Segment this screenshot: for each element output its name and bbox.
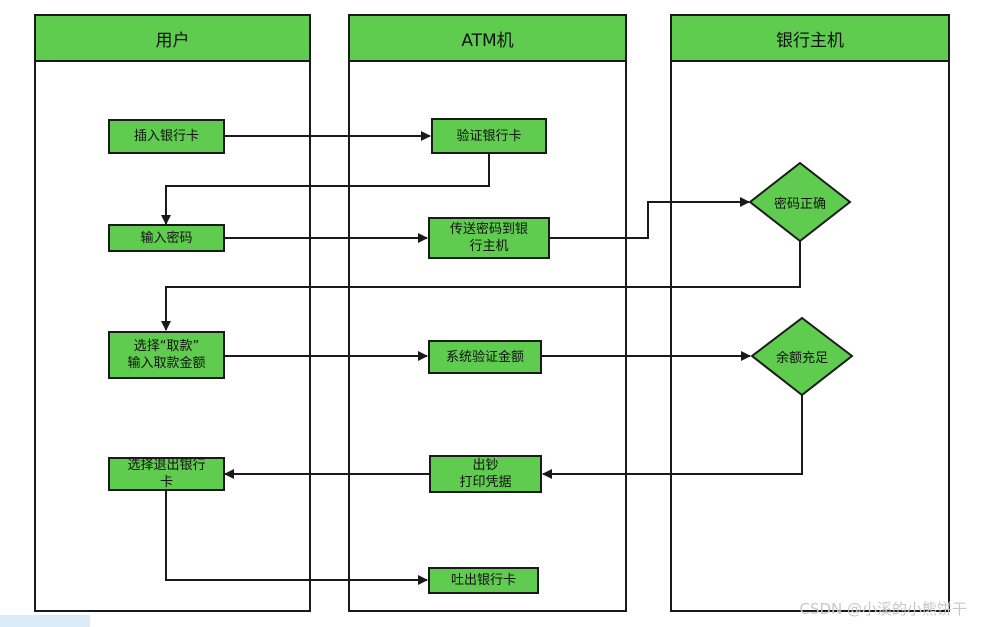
node-enter-pin: 输入密码: [108, 224, 225, 252]
node-enter-pin-label: 输入密码: [140, 230, 193, 246]
node-pin-correct: 密码正确: [750, 190, 850, 214]
edge-send-to-pincorrect: [550, 197, 750, 239]
diamond-pin-correct: [748, 161, 852, 243]
node-dispense-line2: 打印凭据: [459, 475, 512, 490]
node-balance-enough: 余额充足: [752, 344, 852, 368]
corner-strip: [0, 615, 90, 627]
node-verify-amount: 系统验证金额: [428, 340, 542, 374]
edge-balance-to-dispense: [542, 395, 803, 479]
node-dispense-line1: 出钞: [472, 458, 499, 473]
node-insert-card: 插入银行卡: [108, 119, 225, 154]
edge-pincorrect-to-withdraw: [161, 241, 801, 331]
node-send-pin-line2: 行主机: [469, 239, 509, 254]
node-eject-card-label: 吐出银行卡: [450, 573, 516, 588]
lane-bank: 银行主机: [670, 14, 950, 612]
node-verify-amount-label: 系统验证金额: [445, 349, 524, 365]
lane-bank-header: 银行主机: [672, 16, 948, 62]
node-balance-enough-label: 余额充足: [775, 350, 828, 366]
lane-atm-header: ATM机: [350, 16, 625, 62]
lane-user-header: 用户: [36, 16, 309, 62]
edge-verify-to-enterpin: [161, 154, 490, 225]
node-choose-withdraw: 选择“取款” 输入取款金额: [108, 331, 225, 379]
node-choose-withdraw-line1: 选择“取款”: [133, 339, 200, 354]
lane-user: 用户: [34, 14, 311, 612]
node-pin-correct-label: 密码正确: [773, 196, 826, 212]
lane-atm: ATM机: [348, 14, 627, 612]
node-send-pin-line1: 传送密码到银: [449, 222, 528, 237]
watermark: CSDN @小溪的小熊饼干: [799, 600, 967, 618]
node-insert-card-label: 插入银行卡: [133, 129, 199, 144]
node-choose-exit-line1: 选择退出银行: [127, 458, 206, 473]
node-choose-exit: 选择退出银行 卡: [108, 457, 225, 491]
diamond-balance-enough: [750, 316, 854, 397]
node-choose-withdraw-line2: 输入取款金额: [127, 356, 206, 371]
node-send-pin: 传送密码到银 行主机: [428, 217, 550, 259]
node-verify-card-label: 验证银行卡: [456, 128, 522, 144]
node-eject-card: 吐出银行卡: [428, 567, 539, 594]
node-verify-card: 验证银行卡: [431, 118, 547, 154]
node-dispense: 出钞 打印凭据: [429, 455, 542, 493]
edge-exit-to-eject: [165, 491, 428, 585]
node-choose-exit-line2: 卡: [159, 475, 173, 490]
